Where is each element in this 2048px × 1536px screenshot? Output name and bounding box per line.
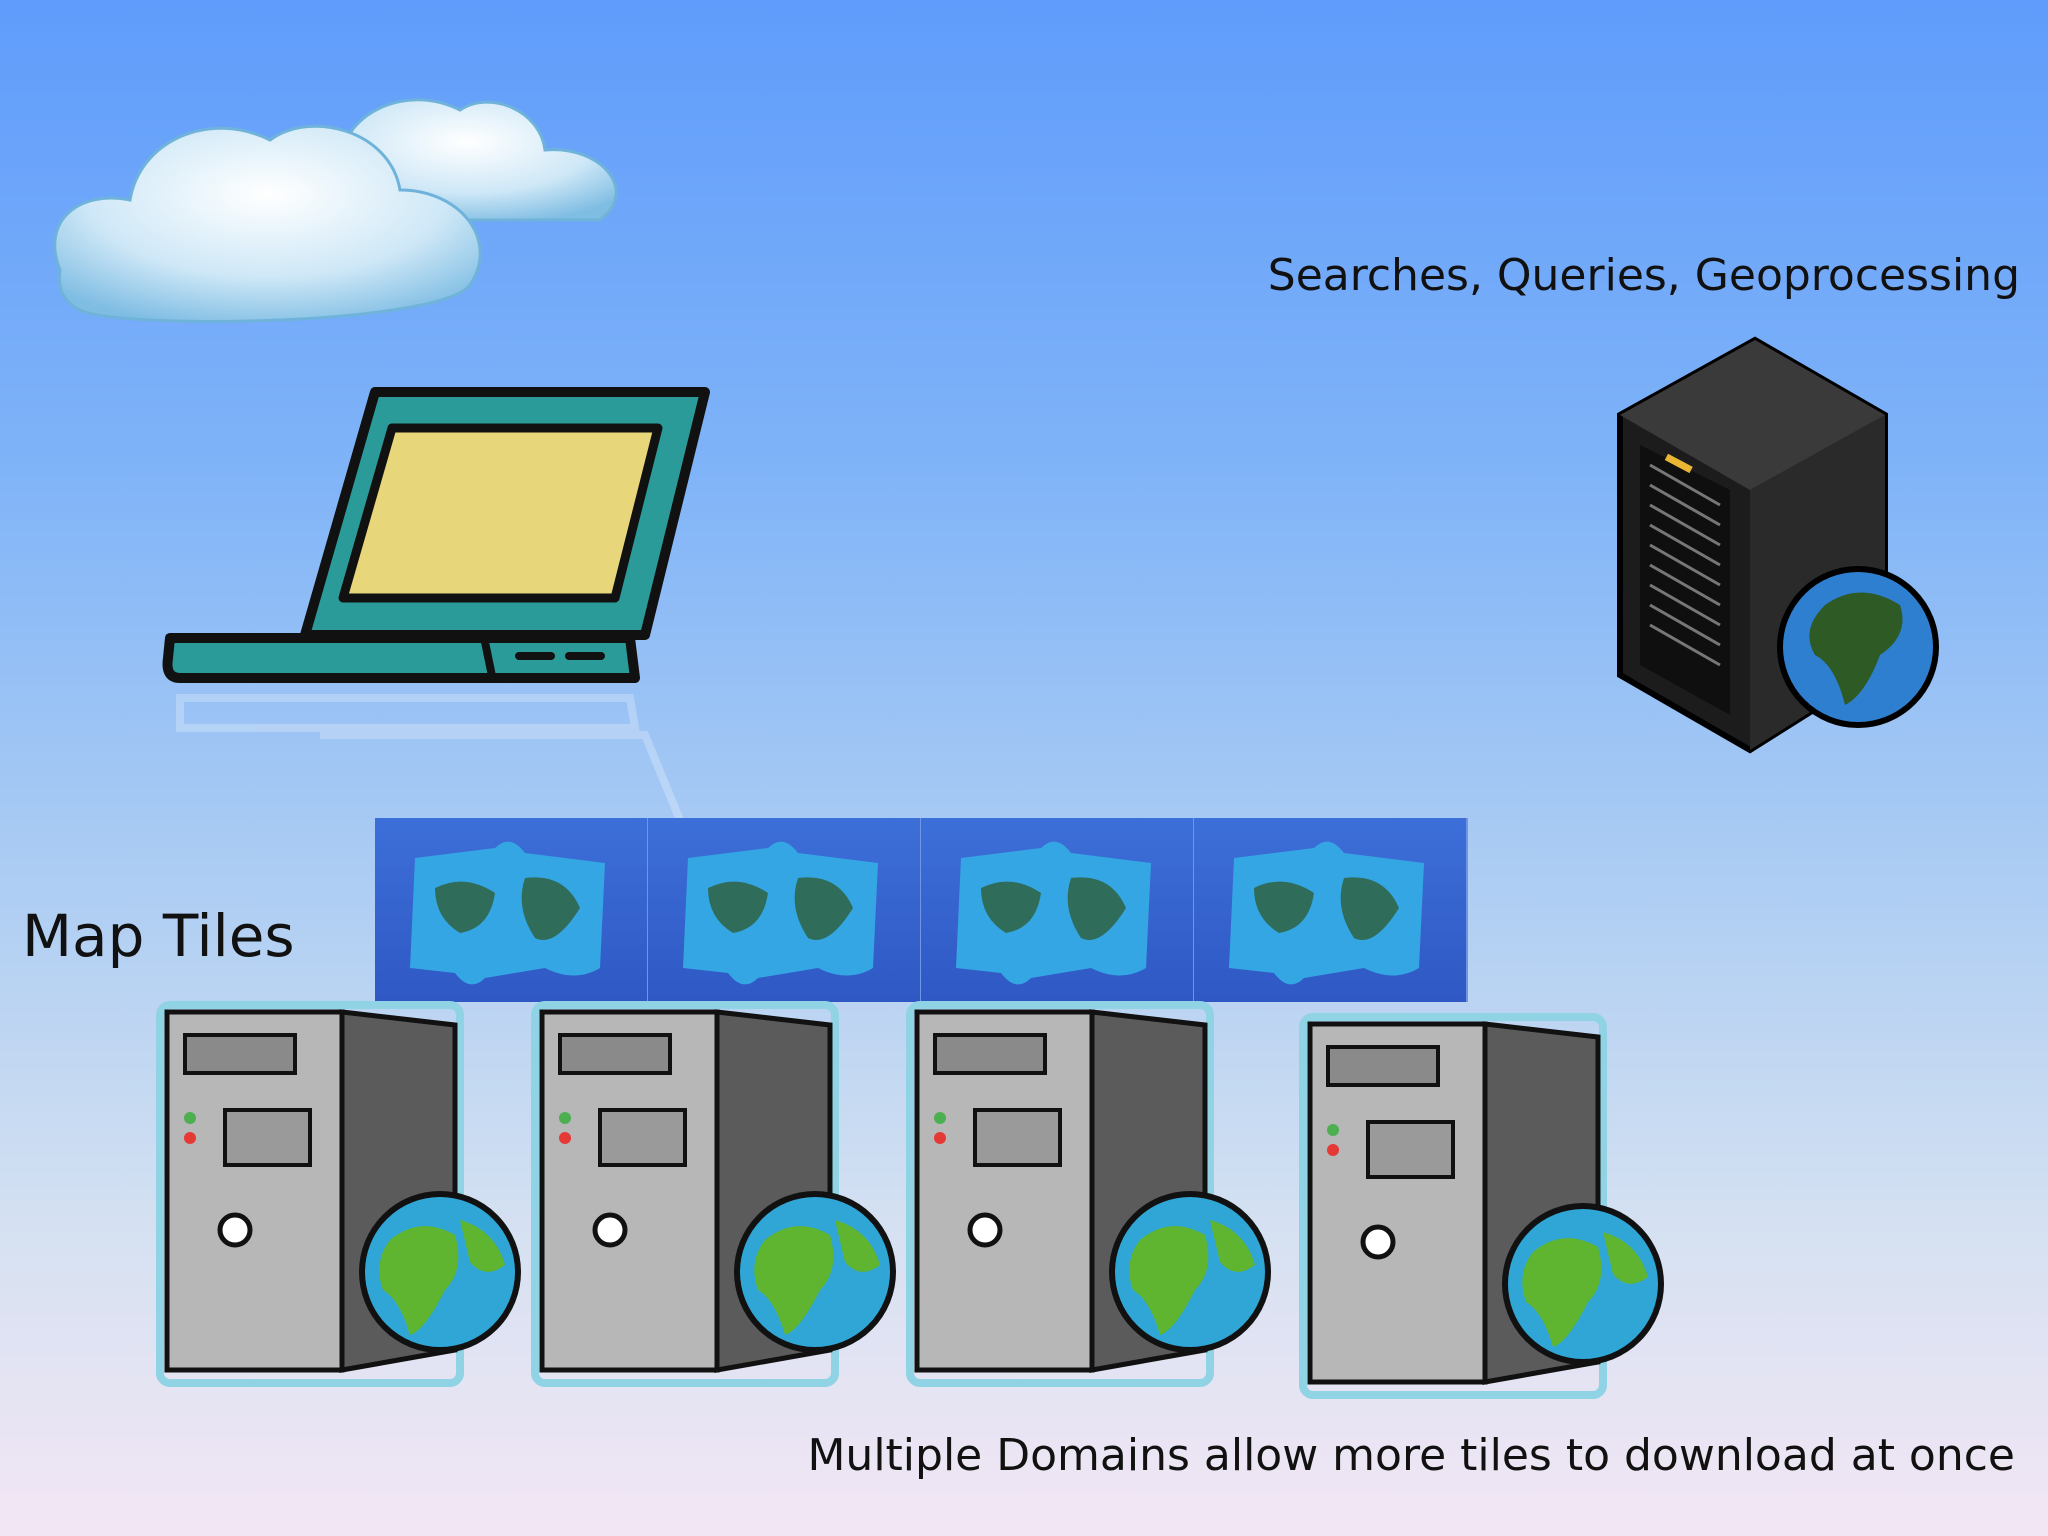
server-rack-globe-icon bbox=[1617, 336, 1939, 754]
map-tile-4 bbox=[1194, 818, 1468, 1002]
tower-server-globe-icon bbox=[531, 1001, 896, 1387]
map-tile-2 bbox=[648, 818, 922, 1002]
puzzle-world-map-icon bbox=[410, 841, 605, 985]
geoprocessing-label: Searches, Queries, Geoprocessing bbox=[1267, 250, 2020, 301]
multiple-domains-caption: Multiple Domains allow more tiles to dow… bbox=[807, 1430, 2015, 1481]
puzzle-world-map-icon bbox=[683, 841, 878, 985]
puzzle-world-map-icon bbox=[956, 841, 1151, 985]
map-tile-3 bbox=[921, 818, 1195, 1002]
laptop-icon bbox=[162, 387, 710, 820]
cloud-icon bbox=[53, 98, 618, 323]
puzzle-world-map-icon bbox=[1229, 841, 1424, 985]
tower-server-globe-icon bbox=[156, 1001, 521, 1387]
tower-server-globe-icon bbox=[906, 1001, 1271, 1387]
map-tile-1 bbox=[375, 818, 649, 1002]
tower-server-globe-icon bbox=[1299, 1013, 1664, 1399]
map-tiles-label: Map Tiles bbox=[22, 902, 295, 970]
